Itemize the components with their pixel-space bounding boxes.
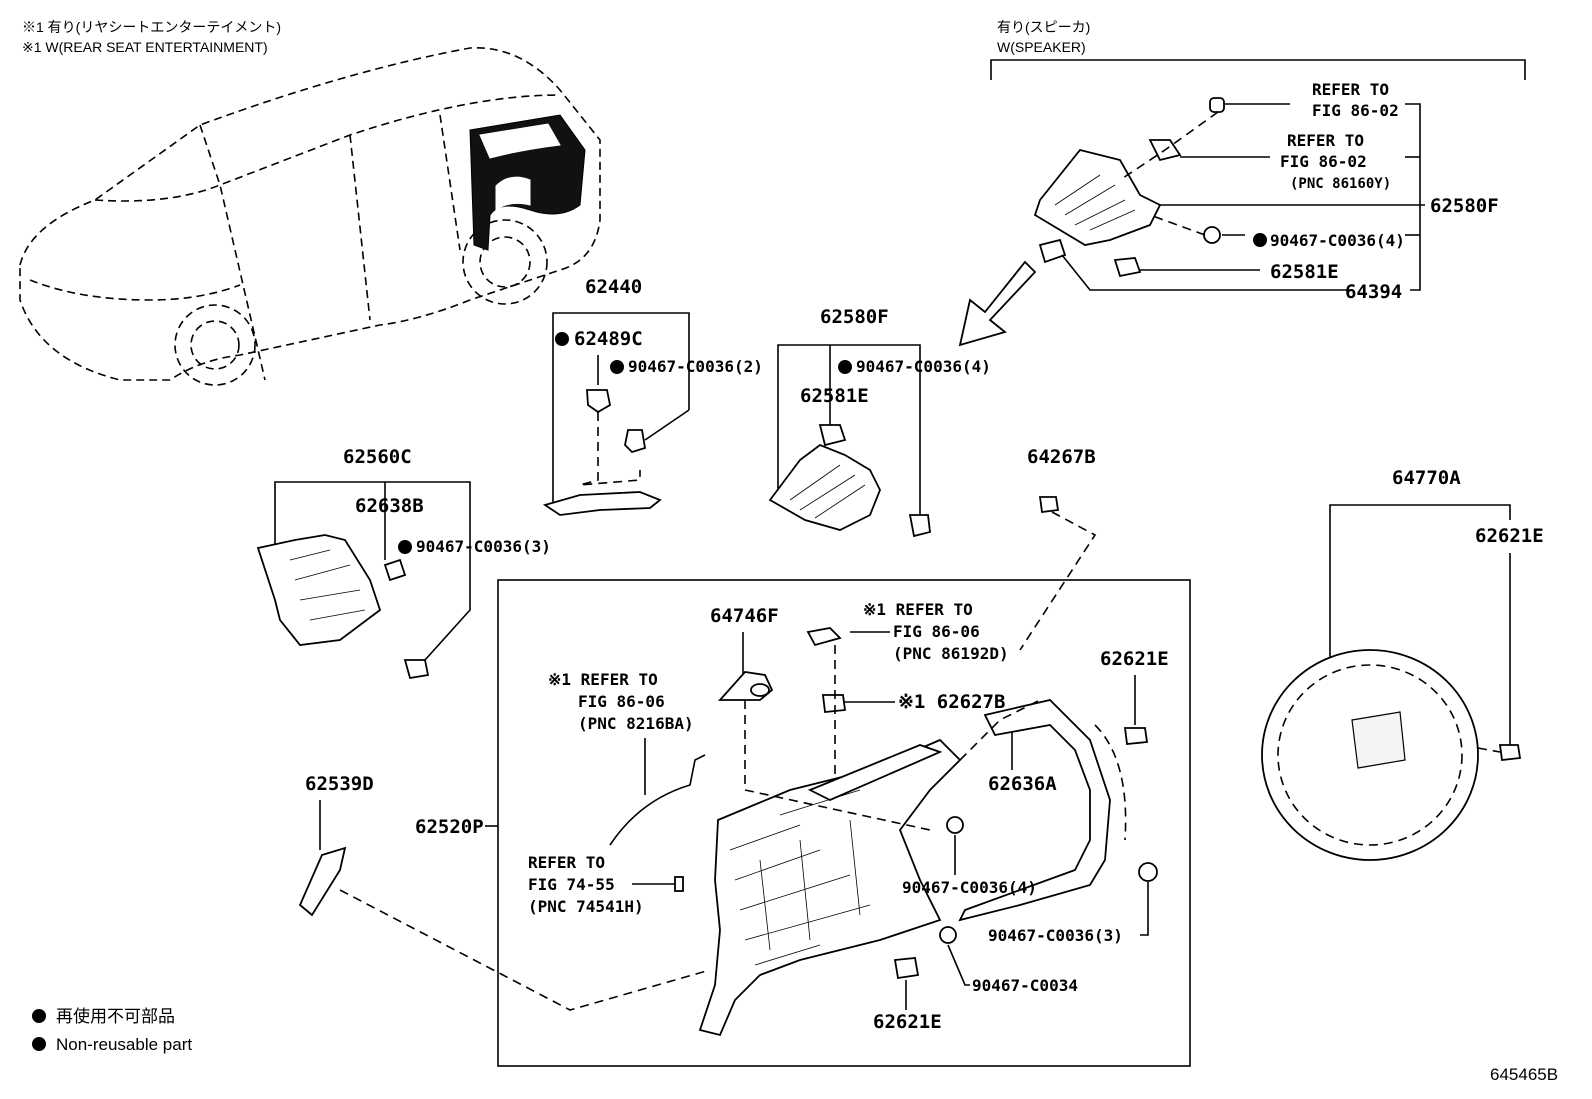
dash-62440 <box>579 412 641 486</box>
clip-part-90467-box-4 <box>946 816 964 834</box>
callout-62539D[interactable]: 62539D <box>305 773 374 795</box>
figure-id: 645465B <box>1490 1065 1558 1084</box>
wheel-house-garnish-part-62636A <box>958 699 1127 922</box>
callout-pnc-8216ba[interactable]: (PNC 8216BA) <box>578 714 694 733</box>
non-reusable-marker <box>398 540 412 554</box>
callout-90467-c0036-4-mid[interactable]: 90467-C0036(4) <box>856 357 991 376</box>
clip-part-62627B <box>821 694 847 713</box>
bracket-62580F-mid <box>777 344 921 515</box>
callout-90467-c0036-2[interactable]: 90467-C0036(2) <box>628 357 763 376</box>
callout-pnc-86160y[interactable]: (PNC 86160Y) <box>1290 176 1391 192</box>
callout-62621E-box-top[interactable]: 62621E <box>1100 648 1169 670</box>
dash-64267B <box>1019 511 1097 651</box>
non-reusable-marker <box>1253 233 1267 247</box>
dash-62520P-b <box>959 699 1041 761</box>
speaker-panel-part-62580F <box>768 424 931 538</box>
leader-90467-box-3 <box>1140 882 1149 936</box>
callout-64394[interactable]: 64394 <box>1345 281 1402 303</box>
spare-tire-cover-part-64770A <box>1261 649 1522 861</box>
callout-64770A[interactable]: 64770A <box>1392 467 1461 489</box>
leader-dash-speaker-2 <box>1149 214 1206 236</box>
speaker-group-bracket <box>990 59 1526 80</box>
bracket-62560C <box>274 481 471 661</box>
callout-62581E-top[interactable]: 62581E <box>1270 261 1339 283</box>
callout-90467-c0036-3-box[interactable]: 90467-C0036(3) <box>988 926 1123 945</box>
garnish-part-62560C <box>256 534 430 680</box>
speaker-note-jp: 有り(スピーカ) <box>997 19 1090 35</box>
legend-marker-en <box>32 1037 46 1051</box>
rse-note-jp: ※1 有り(リヤシートエンターテイメント) <box>22 19 281 35</box>
leader-90467-2 <box>644 409 690 441</box>
callout-62440[interactable]: 62440 <box>585 276 642 298</box>
part-74541h <box>674 876 684 892</box>
callout-pnc-74541h[interactable]: (PNC 74541H) <box>528 897 644 916</box>
callout-refer-to-a[interactable]: REFER TO <box>1312 80 1389 99</box>
callout-64267B[interactable]: 64267B <box>1027 446 1096 468</box>
legend-text-jp: 再使用不可部品 <box>56 1006 175 1026</box>
connector-part-86192d <box>806 627 842 647</box>
clip-part-90467-box-3 <box>1138 862 1158 882</box>
wire-harness-part-8216ba <box>609 754 706 846</box>
dash-62520P-a <box>744 700 931 831</box>
bracket-62580F-group <box>1405 103 1421 291</box>
callout-62580F-top[interactable]: 62580F <box>1430 195 1499 217</box>
callout-62627B[interactable]: ※1 62627B <box>898 691 1005 713</box>
callout-62621E-right[interactable]: 62621E <box>1475 525 1544 547</box>
callout-refer-to-74[interactable]: REFER TO <box>528 853 605 872</box>
callout-90467-c0036-3-left[interactable]: 90467-C0036(3) <box>416 537 551 556</box>
callout-62560C[interactable]: 62560C <box>343 446 412 468</box>
legend-text-en: Non-reusable part <box>56 1035 192 1054</box>
callout-90467-c0036-4-top[interactable]: 90467-C0036(4) <box>1270 231 1405 250</box>
callout-90467-c0036-4-box[interactable]: 90467-C0036(4) <box>902 878 1037 897</box>
assembly-box-62520P <box>497 579 1191 1067</box>
clip-part-62621E-box-bottom <box>893 957 920 980</box>
callout-fig-74-55[interactable]: FIG 74-55 <box>528 875 615 894</box>
non-reusable-marker <box>838 360 852 374</box>
non-reusable-marker <box>555 332 569 346</box>
vehicle-illustration <box>19 47 601 386</box>
cover-part-64746F <box>717 671 774 701</box>
callout-62581E-mid[interactable]: 62581E <box>800 385 869 407</box>
dash-62621E-right <box>1477 747 1501 753</box>
quarter-trim-panel-part-62520P <box>698 738 962 1037</box>
legend-marker-jp <box>32 1009 46 1023</box>
callout-62638B[interactable]: 62638B <box>355 495 424 517</box>
garnish-part-62440 <box>542 389 662 516</box>
bracket-64770A <box>1329 504 1511 660</box>
bracket-62440 <box>552 312 690 508</box>
callout-62489C[interactable]: 62489C <box>574 328 643 350</box>
callout-64746F[interactable]: 64746F <box>710 605 779 627</box>
callout-fig-86-06-2[interactable]: FIG 86-06 <box>578 692 665 711</box>
speaker-note-en: W(SPEAKER) <box>997 39 1086 55</box>
callout-refer-rse-1[interactable]: ※1 REFER TO <box>863 600 973 619</box>
callout-fig-86-02-b[interactable]: FIG 86-02 <box>1280 152 1367 171</box>
leader-dash-speaker-1 <box>1119 111 1219 181</box>
clip-part-90467-c0034 <box>939 926 957 944</box>
leader-90467-c0034 <box>947 944 970 986</box>
clip-part-62621E-box-top <box>1123 727 1149 745</box>
non-reusable-marker <box>610 360 624 374</box>
callout-refer-to-b[interactable]: REFER TO <box>1287 131 1364 150</box>
callout-62621E-box-bottom[interactable]: 62621E <box>873 1011 942 1033</box>
callout-62580F-mid[interactable]: 62580F <box>820 306 889 328</box>
callout-90467-c0034[interactable]: 90467-C0034 <box>972 976 1078 995</box>
callout-fig-86-06-1[interactable]: FIG 86-06 <box>893 622 980 641</box>
callout-62636A[interactable]: 62636A <box>988 773 1057 795</box>
dash-62539D <box>339 889 711 1011</box>
direction-arrow-icon <box>958 260 1037 347</box>
clip-part-64267B <box>1038 496 1060 514</box>
rse-note-en: ※1 W(REAR SEAT ENTERTAINMENT) <box>22 39 268 55</box>
callout-refer-rse-2[interactable]: ※1 REFER TO <box>548 670 658 689</box>
callout-62520P[interactable]: 62520P <box>415 816 484 838</box>
speaker-bracket-part <box>1033 97 1225 278</box>
leader-64394 <box>1061 254 1350 291</box>
callout-pnc-86192d[interactable]: (PNC 86192D) <box>893 644 1009 663</box>
garnish-part-62539D <box>298 846 347 917</box>
callout-fig-86-02-a[interactable]: FIG 86-02 <box>1312 101 1399 120</box>
